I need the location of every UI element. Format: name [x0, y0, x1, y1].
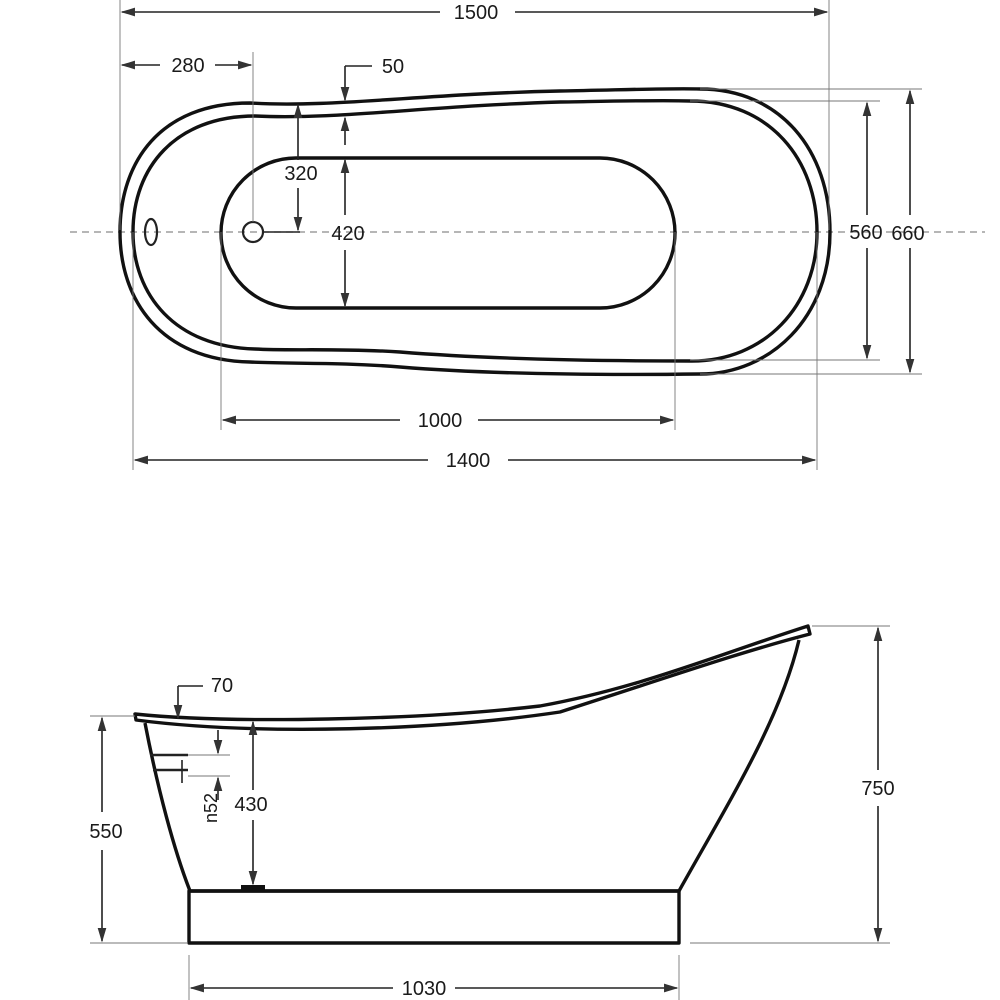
dim-inner-width-narrow-label: 320: [284, 163, 317, 185]
dim-depth: 430: [234, 720, 268, 886]
dim-inner-width-wide-label: 420: [331, 223, 364, 245]
tub-body-profile: [143, 639, 801, 893]
top-view: 1500 280 50 320 420: [70, 0, 985, 472]
dim-drain-offset-label: 280: [171, 55, 204, 77]
tub-outer-outline: [118, 87, 832, 377]
dim-inner-width-narrow: 320: [284, 103, 318, 232]
side-view: 70 550 n52 430: [89, 624, 895, 1000]
dim-overall-height-label: 750: [861, 778, 894, 800]
dim-base-length: 1030: [188, 955, 680, 1000]
overflow-slot-icon: [143, 217, 159, 247]
dim-overall-length: 1500: [119, 0, 830, 230]
dim-drain-diameter-label: n52: [201, 793, 221, 823]
dim-drain-offset: 280: [120, 52, 254, 222]
dim-drain-diameter: n52: [181, 730, 230, 823]
dim-base-length-label: 1030: [402, 978, 447, 1000]
tub-inner-rim-outline: [131, 98, 819, 363]
dim-rim-thickness-label: 70: [211, 675, 233, 697]
dim-interior-length-label: 1400: [446, 450, 491, 472]
dim-rim-width-label: 50: [382, 56, 404, 78]
tub-rim-profile: [133, 624, 812, 731]
dim-overall-height: 750: [690, 625, 895, 944]
drain-fitting-icon: [241, 885, 265, 892]
dim-inner-width: 560: [690, 100, 883, 361]
dim-overall-length-label: 1500: [454, 2, 499, 24]
dim-inner-width-label: 560: [849, 222, 882, 244]
dim-overall-width: 660: [700, 88, 925, 375]
dim-rim-thickness: 70: [173, 675, 233, 720]
dim-interior-length: 1400: [132, 232, 818, 472]
dim-basin-length: 1000: [220, 232, 676, 432]
dim-overflow-height-label: 550: [89, 821, 122, 843]
dim-inner-width-wide: 420: [331, 158, 365, 308]
dim-rim-width: 50: [340, 56, 404, 145]
dim-overflow-height: 550: [89, 715, 188, 944]
dim-basin-length-label: 1000: [418, 410, 463, 432]
dim-depth-label: 430: [234, 794, 267, 816]
dim-overall-width-label: 660: [891, 223, 924, 245]
tub-base-plinth: [187, 889, 681, 945]
